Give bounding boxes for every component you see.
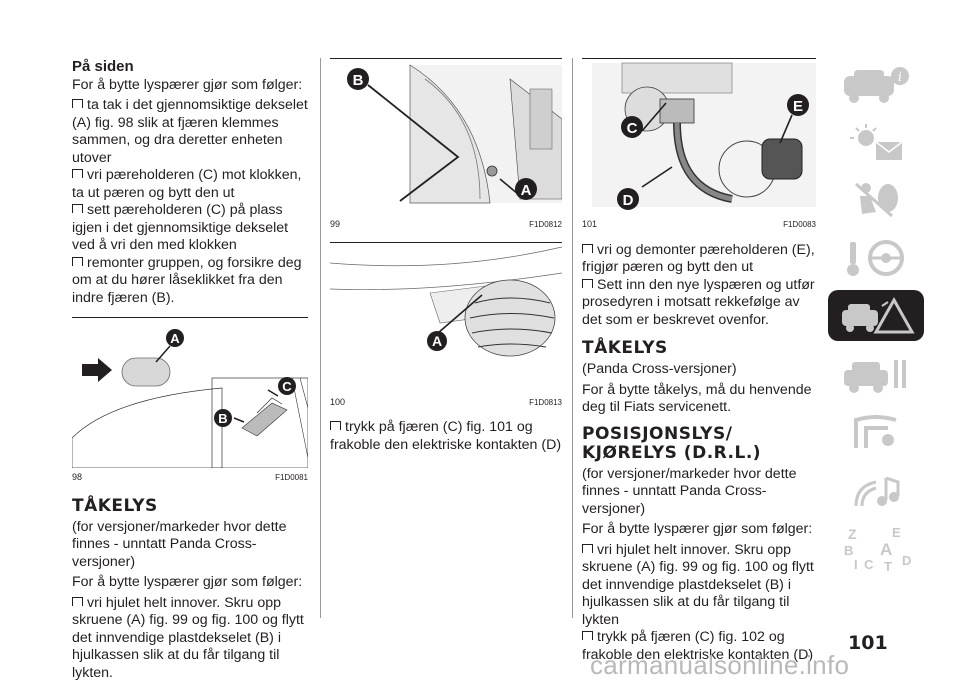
column-middle: B A 99 F1D0812 A 100 F1D0813 trykk på fjær…	[330, 58, 562, 454]
bullet-item: remonter gruppen, og forsikre deg om at …	[72, 254, 302, 306]
figure-code: F1D0813	[529, 397, 562, 407]
column-left: På siden For å bytte lyspærer gjør som f…	[72, 58, 308, 682]
figure-101: C D E 101 F1D0083	[582, 58, 816, 234]
multimedia-icon[interactable]	[828, 464, 924, 515]
fig101-label-c: C	[627, 120, 638, 137]
checkbox-bullet-icon	[582, 278, 593, 288]
svg-text:D: D	[902, 553, 911, 568]
emergency-icon[interactable]	[828, 290, 924, 341]
figure-number: 101	[582, 219, 598, 229]
figure-100: A 100 F1D0813	[330, 241, 562, 412]
section-intro: For å bytte lyspærer gjør som følger:	[72, 574, 303, 590]
airbag-seat-icon[interactable]	[828, 174, 924, 225]
svg-text:I: I	[854, 557, 858, 572]
column-right: C D E 101 F1D0083 vri og demonter pærehol…	[582, 58, 816, 664]
section-title-position-lights: POSISJONSLYS/ KJØRELYS (D.R.L.)	[582, 423, 762, 463]
svg-text:C: C	[864, 557, 874, 572]
checkbox-bullet-icon	[72, 256, 83, 266]
section-subtitle: (for versjoner/markeder hvor dette finne…	[72, 518, 287, 570]
checkbox-bullet-icon	[330, 421, 341, 430]
fig98-label-c: C	[282, 379, 292, 394]
figure-number: 99	[330, 219, 341, 229]
page-number: 101	[848, 632, 888, 654]
bullet-item: trykk på fjæren (C) fig. 102 og frakoble…	[582, 629, 814, 663]
checkbox-bullet-icon	[582, 631, 593, 640]
checkbox-bullet-icon	[72, 204, 83, 213]
svg-text:T: T	[884, 559, 892, 573]
warning-lights-icon[interactable]	[828, 116, 924, 167]
checkbox-bullet-icon	[72, 596, 83, 606]
section-title-fog-lights: TÅKELYS	[72, 495, 158, 516]
figure-number: 98	[72, 472, 83, 482]
fig101-label-e: E	[793, 98, 803, 115]
car-info-icon[interactable]: i	[828, 58, 924, 109]
fig100-label-a: A	[432, 333, 442, 349]
fig101-label-d: D	[623, 192, 634, 209]
bullet-item: Sett inn den nye lyspæren og utfør prose…	[582, 276, 815, 328]
fig98-label-b: B	[218, 411, 227, 426]
section-intro: For å bytte lyspærer gjør som følger:	[582, 521, 813, 537]
svg-text:Z: Z	[848, 526, 857, 542]
svg-text:A: A	[880, 540, 892, 559]
figure-99: B A 99 F1D0812	[330, 58, 562, 234]
column-divider	[320, 58, 321, 618]
steering-key-icon[interactable]	[828, 232, 924, 283]
column-divider	[572, 58, 573, 618]
fig98-label-a: A	[170, 331, 180, 346]
figure-98: A B C 98 F1D0081	[72, 317, 308, 487]
watermark: carmanualsonline.info	[590, 650, 850, 680]
section-subtitle: (for versjoner/markeder hvor dette finne…	[582, 465, 797, 517]
chapter-sidebar: i Z E B A C T D I	[828, 58, 924, 580]
heading-side: På siden	[72, 58, 134, 75]
bullet-item: sett pæreholderen (C) på plass igjen i d…	[72, 202, 289, 253]
bullet-item: vri og demonter pæreholderen (E), frigjø…	[582, 241, 815, 275]
checkbox-bullet-icon	[582, 243, 593, 253]
svg-text:B: B	[844, 543, 853, 558]
checkbox-bullet-icon	[72, 169, 83, 178]
bullet-item: vri hjulet helt innover. Skru opp skruen…	[582, 541, 814, 628]
section-subtitle: (Panda Cross-versjoner)	[582, 361, 737, 377]
svg-text:i: i	[898, 70, 902, 85]
fig99-label-a: A	[521, 182, 532, 199]
svg-text:E: E	[892, 525, 901, 540]
bullet-item: vri pæreholderen (C) mot klokken, ta ut …	[72, 167, 302, 201]
section-title-fog-lights-cross: TÅKELYS	[582, 338, 668, 358]
figure-code: F1D0081	[275, 473, 308, 482]
figure-code: F1D0812	[529, 220, 562, 229]
figure-number: 100	[330, 396, 346, 407]
figure-code: F1D0083	[783, 220, 816, 229]
bullet-item: trykk på fjæren (C) fig. 101 og frakoble…	[330, 419, 562, 453]
fig99-label-b: B	[353, 72, 364, 89]
bullet-item: ta tak i det gjennomsiktige dekselet (A)…	[72, 97, 308, 166]
section-text: For å bytte tåkelys, må du henvende deg …	[582, 381, 812, 416]
index-icon[interactable]: Z E B A C T D I	[828, 522, 924, 573]
checkbox-bullet-icon	[582, 543, 593, 553]
bullet-item: vri hjulet helt innover. Skru opp skruen…	[72, 594, 304, 681]
technical-data-icon[interactable]	[828, 406, 924, 457]
car-maintenance-icon[interactable]	[828, 348, 924, 399]
intro-text: For å bytte lyspærer gjør som følger:	[72, 76, 303, 93]
checkbox-bullet-icon	[72, 99, 83, 108]
